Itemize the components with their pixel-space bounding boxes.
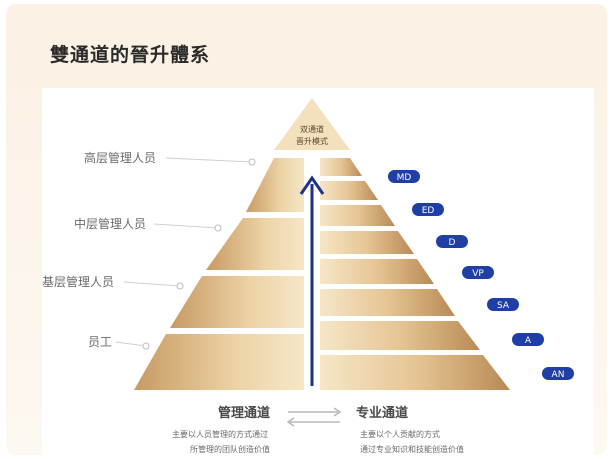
professional-desc-line1: 主要以个人贡献的方式: [360, 429, 440, 439]
top-label-line1: 双通道: [300, 124, 324, 134]
connector-senior: [165, 157, 253, 163]
level-label-senior: 高层管理人员: [84, 150, 156, 165]
level-label-middle: 中层管理人员: [74, 216, 146, 231]
badge-ed-label: ED: [422, 206, 435, 216]
badge-d: D: [436, 235, 468, 248]
badge-an-label: AN: [552, 370, 565, 380]
badge-a: A: [512, 333, 544, 346]
management-desc-line2: 所管理的团队创造价值: [190, 444, 270, 454]
connector-middle: [153, 223, 219, 229]
pyramid-cap: [274, 98, 350, 150]
connector-junior: [123, 281, 181, 287]
pyramid-right-tier-7: [320, 321, 480, 350]
pyramid-diagram: 双通道 晋升模式 高层管理人员 中层管理人员: [42, 98, 574, 454]
professional-track-title: 专业通道: [356, 405, 408, 421]
pyramid-right-tier-8: [320, 355, 510, 390]
connector-dot-middle: [214, 224, 222, 232]
connector-dot-staff: [142, 342, 150, 350]
badge-md: MD: [388, 170, 420, 183]
connector-dot-senior: [248, 158, 256, 166]
pyramid-right-tier-4: [320, 231, 414, 254]
pyramid-left-tier-4: [134, 334, 304, 390]
pyramid-right-tier-2: [320, 181, 378, 200]
badge-an: AN: [542, 367, 574, 380]
badge-sa-label: SA: [497, 301, 510, 311]
management-track-title: 管理通道: [218, 405, 270, 421]
pyramid-left-tier-1: [246, 158, 304, 212]
pyramid-right-tier-5: [320, 259, 434, 284]
badge-md-label: MD: [397, 173, 412, 183]
badge-vp-label: VP: [472, 269, 484, 279]
pyramid-right-tier-6: [320, 289, 455, 316]
level-label-staff: 员工: [88, 335, 112, 349]
top-label-line2: 晋升模式: [296, 136, 328, 146]
badge-d-label: D: [449, 238, 456, 248]
connector-staff: [115, 341, 147, 347]
pyramid-right-tier-1: [320, 158, 362, 176]
management-desc-line1: 主要以人员管理的方式通过: [172, 429, 268, 439]
professional-desc-line2: 通过专业知识和技能创造价值: [360, 444, 464, 454]
swap-arrows-icon: [286, 407, 342, 427]
dual-track-figure: 双通道 晋升模式 高层管理人员 中层管理人员: [42, 88, 594, 459]
pyramid-right-tier-3: [320, 205, 395, 226]
pyramid-left-tier-2: [206, 218, 304, 270]
connector-dot-junior: [176, 282, 184, 290]
up-arrow-icon: [299, 175, 325, 195]
badge-a-label: A: [525, 336, 532, 346]
badge-sa: SA: [487, 298, 519, 311]
badge-ed: ED: [412, 203, 444, 216]
level-label-junior: 基层管理人员: [42, 274, 114, 289]
promotion-system-card: 雙通道的晉升體系 双通道 晋升模式: [6, 4, 607, 459]
badge-vp: VP: [462, 266, 494, 279]
pyramid-left-tier-3: [170, 276, 304, 328]
card-title: 雙通道的晉升體系: [50, 44, 211, 66]
